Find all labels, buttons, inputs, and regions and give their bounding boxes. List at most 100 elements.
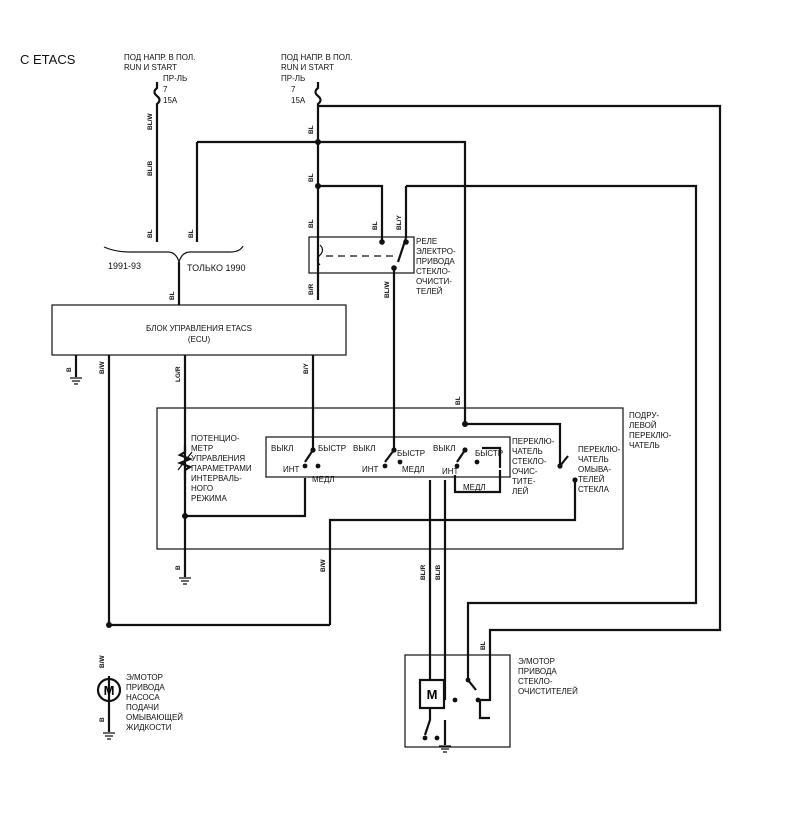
wiper-switch-label-3: СТЕКЛО- [512,457,547,466]
switch1-dot-a [310,447,316,453]
wiper-motor-park-switch [466,655,477,691]
junction-dot [106,622,112,628]
wire-column-bl [465,422,562,466]
relay-terminal-3 [391,265,397,271]
wiper-switch-label-2: ЧАТЕЛЬ [512,447,543,456]
wiper-switch-label-4: ОЧИС- [512,467,538,476]
fuse-left-caption-line1: ПОД НАПР. В ПОЛ. [124,53,195,62]
switch2-int: ИНТ [362,465,379,474]
switch3-dot-b [454,463,460,469]
switch3-dot-a [462,447,468,453]
switch-section-1: ВЫКЛ БЫСТР ИНТ МЕДЛ [271,444,346,484]
fuse-left-caption-line2: RUN И START [124,63,177,72]
wire-relay-feed [318,184,384,240]
wiper-motor-symbol: M [427,687,438,702]
switch3-slow: МЕДЛ [463,483,486,492]
wire-label-b-w: B/W [99,361,106,375]
pump-motor-icon [96,677,122,703]
switch1-off: ВЫКЛ [271,444,293,453]
switch1-int: ИНТ [283,465,300,474]
switch2-dot-b [382,463,388,469]
wire-label-b: B [99,717,106,722]
wire-label-bl-b: BL/B [435,565,442,580]
wire-label-b: B [66,367,73,372]
ecu-block: БЛОК УПРАВЛЕНИЯ ETACS (ECU) [51,304,347,356]
wire-label-b-r: B/R [308,284,315,296]
wire-washer-b-w [328,480,577,625]
column-switch-label-3: ПЕРЕКЛЮ- [629,431,672,440]
wire-slow-link [453,470,502,494]
switch1-slow: МЕДЛ [312,475,335,484]
fuse-left: ПОД НАПР. В ПОЛ. RUN И START ПР-ЛЬ 7 15A [124,53,195,110]
wiper-switch-box [265,436,511,478]
column-switch-label-2: ЛЕВОЙ [629,421,657,430]
relay-coil [316,244,324,266]
wire-label-bl: BL [147,229,154,238]
pot-label-6: НОГО [191,484,213,493]
ecu-title: БЛОК УПРАВЛЕНИЯ ETACS [146,324,252,333]
junction-dot [182,513,188,519]
column-switch-box [156,407,624,550]
switch1-fast: БЫСТР [318,444,346,453]
wiper-switch-label-1: ПЕРЕКЛЮ- [512,437,555,446]
wiper-motor-park-wire [478,655,492,720]
wiper-motor-box [404,654,511,748]
washer-pump-motor: M [96,677,122,703]
relay-terminal-1 [379,239,385,245]
pump-label-1: Э/МОТОР [126,673,163,682]
switch2-dot-a [391,447,397,453]
fuse-right-symbol [314,82,322,110]
wiper-motor-dot [465,677,471,683]
wiper-motor-dot [434,735,440,741]
relay-label-6: ТЕЛЕЙ [416,287,443,296]
wire-color-labels: BL/W BL/B BL BL BL BL BL BL BL BL/Y B/R … [66,113,487,722]
switch2-slow: МЕДЛ [402,465,425,474]
pump-label-6: ЖИДКОСТИ [126,723,172,732]
ground-icon [439,745,451,753]
switch-section-2: ВЫКЛ БЫСТР ИНТ МЕДЛ [353,444,425,474]
washer-switch-label-1: ПЕРЕКЛЮ- [578,445,621,454]
pump-label-4: ПОДАЧИ [126,703,159,712]
fuse-left-rating: 15A [163,96,178,105]
relay-label-4: СТЕКЛО- [416,267,451,276]
pump-motor-symbol: M [104,683,115,698]
fuse-right-name: ПР-ЛЬ [281,74,305,83]
ground-symbols [70,377,451,753]
pump-label-5: ОМЫВАЮЩЕЙ [126,713,183,722]
washer-switch-label-4: ТЕЛЕЙ [578,475,605,484]
column-switch-label-4: ЧАТЕЛЬ [629,441,660,450]
ground-icon [179,577,191,585]
switch3-fast-link [482,446,502,468]
relay-label-1: РЕЛЕ [416,237,437,246]
wire-label-b: B [175,565,182,570]
wire-label-b-y: B/Y [303,363,310,375]
wire-label-bl: BL [169,291,176,300]
wiper-motor-assembly: M [404,654,511,748]
wiper-motor-dot [422,735,428,741]
switch1-dot-c [315,463,321,469]
pump-label-2: ПРИВОДА [126,683,165,692]
switch3-off: ВЫКЛ [433,444,455,453]
washer-switch-dot-a [557,463,563,469]
wire-top-long [318,104,722,655]
wire-label-bl-r: BL/R [420,565,427,580]
washer-switch-dot-b [572,477,578,483]
junction-dot [462,421,468,427]
switch3-fast: БЫСТР [475,449,503,458]
relay-label-2: ЭЛЕКТРО- [416,247,456,256]
wire-label-b-w: B/W [320,559,327,573]
wire-label-bl-w: BL/W [384,281,391,298]
switch2-fast: БЫСТР [397,449,425,458]
relay-box [308,236,415,274]
ground-icon [70,377,82,385]
relay-label-5: ОЧИСТИ- [416,277,452,286]
wire-label-bl: BL [308,219,315,228]
wire-label-bl-y: BL/Y [396,215,403,230]
year-right: ТОЛЬКО 1990 [187,263,245,273]
switch2-off: ВЫКЛ [353,444,375,453]
switch3-int: ИНТ [442,467,459,476]
ecu-subtitle: (ECU) [188,335,211,344]
wire-label-bl-b: BL/B [147,161,154,176]
fuse-right-number: 7 [291,85,296,94]
wiper-motor-dot [452,697,458,703]
